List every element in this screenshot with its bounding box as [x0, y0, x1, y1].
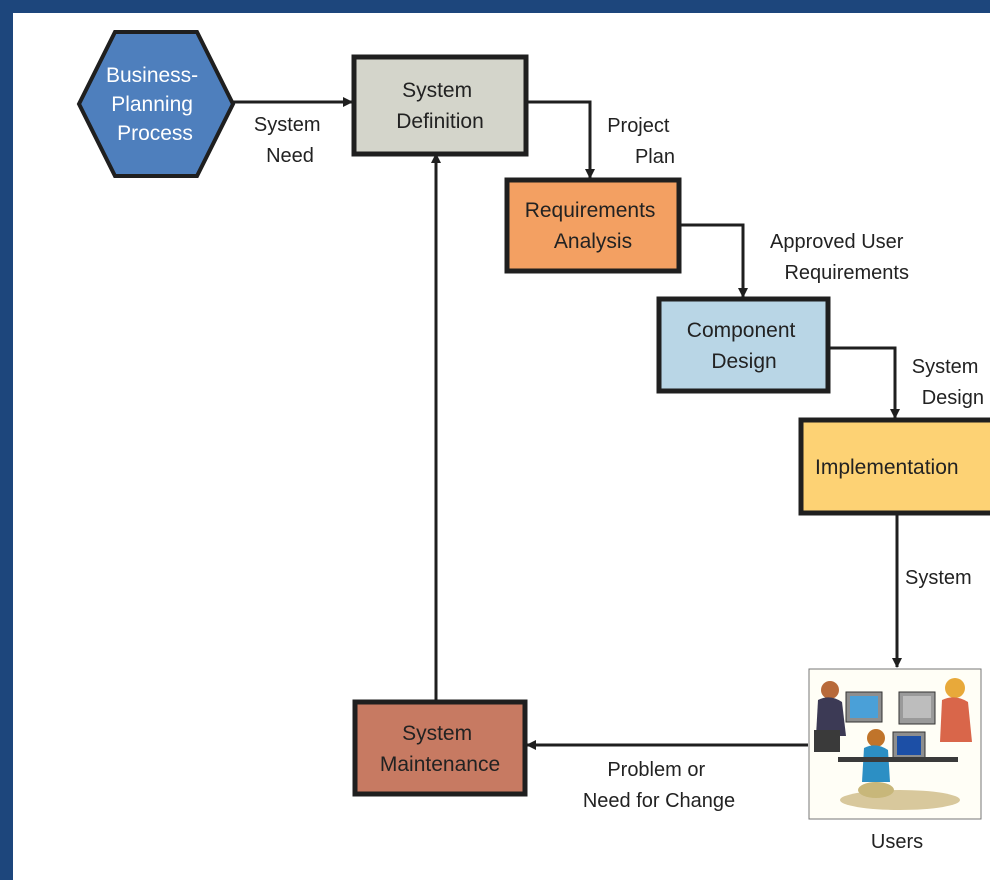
- svg-text:System Definition: System Definition: [396, 79, 484, 133]
- edge-label-system-need-1: System: [254, 114, 321, 136]
- hexagon-shape: [76, 30, 236, 178]
- edge-labels: System Need Project Plan Approved User R…: [254, 114, 984, 812]
- users-label: Users: [871, 831, 923, 853]
- system-definition-line-1: System: [402, 79, 472, 102]
- node-implementation: Implementation: [798, 417, 990, 516]
- edge-label-project-plan-2: Plan: [635, 146, 675, 168]
- edge-label-approved-2: Requirements: [784, 262, 909, 284]
- requirements-analysis-box: [504, 177, 682, 274]
- edge-label-system-need-2: Need: [266, 145, 314, 167]
- requirements-analysis-line-1: Requirements: [525, 199, 656, 222]
- svg-text:Implementation: Implementation: [815, 456, 959, 479]
- edge-label-system: System: [905, 567, 972, 589]
- business-planning-line-3: Process: [117, 122, 193, 145]
- node-requirements-analysis: Requirements Analysis: [504, 177, 682, 274]
- svg-text:System Design: System Design: [912, 356, 984, 409]
- system-definition-line-2: Definition: [396, 110, 484, 133]
- implementation-box: [798, 417, 990, 516]
- component-design-line-1: Component: [687, 319, 796, 342]
- edge-label-problem-2: Need for Change: [583, 790, 735, 812]
- svg-text:Business- Planning: Business- Planning Process: [106, 64, 204, 145]
- edge-label-system-design-1: System: [912, 356, 979, 378]
- svg-text:Requirements Analysis: Requirements Analysis: [525, 199, 662, 253]
- edge-approved-user-requirements: [680, 223, 748, 298]
- node-users: Users: [808, 668, 982, 853]
- business-planning-line-2: Planning: [111, 93, 193, 116]
- svg-text:System Need: System Need: [254, 114, 326, 167]
- node-system-maintenance: System Maintenance: [352, 699, 528, 797]
- svg-text:System: System: [905, 567, 972, 589]
- implementation-line-1: Implementation: [815, 456, 959, 479]
- edge-label-approved-1: Approved User: [770, 231, 904, 253]
- business-planning-line-1: Business-: [106, 64, 198, 87]
- edge-project-plan: [527, 100, 595, 179]
- svg-text:Users: Users: [871, 831, 923, 853]
- svg-text:Component Design: Component Design: [687, 319, 801, 373]
- system-maintenance-line-1: System: [402, 722, 472, 745]
- node-component-design: Component Design: [656, 296, 831, 394]
- system-maintenance-line-2: Maintenance: [380, 753, 500, 776]
- process-flow-diagram: Business- Planning Process System Defini…: [76, 30, 990, 853]
- edge-label-project-plan-1: Project: [607, 115, 670, 137]
- users-at-computers-icon: [808, 668, 982, 820]
- requirements-analysis-line-2: Analysis: [554, 230, 632, 253]
- svg-text:Problem or Need for Chan: Problem or Need for Change: [583, 759, 735, 812]
- connectors: [232, 97, 902, 750]
- component-design-box: [656, 296, 831, 394]
- edge-label-system-design-2: Design: [922, 387, 984, 409]
- edge-label-problem-1: Problem or: [607, 759, 705, 781]
- system-maintenance-box: [352, 699, 528, 797]
- node-system-definition: System Definition: [351, 54, 529, 157]
- edge-system-design: [828, 346, 900, 419]
- component-design-line-2: Design: [711, 350, 776, 373]
- system-definition-box: [351, 54, 529, 157]
- svg-text:System Maintenance: System Maintenance: [380, 722, 500, 776]
- svg-text:Approved User Requiremen: Approved User Requirements: [770, 231, 909, 284]
- svg-text:Project Plan: Project Plan: [607, 115, 675, 168]
- node-business-planning: Business- Planning Process: [76, 30, 236, 178]
- diagram-canvas: Business- Planning Process System Defini…: [13, 13, 990, 880]
